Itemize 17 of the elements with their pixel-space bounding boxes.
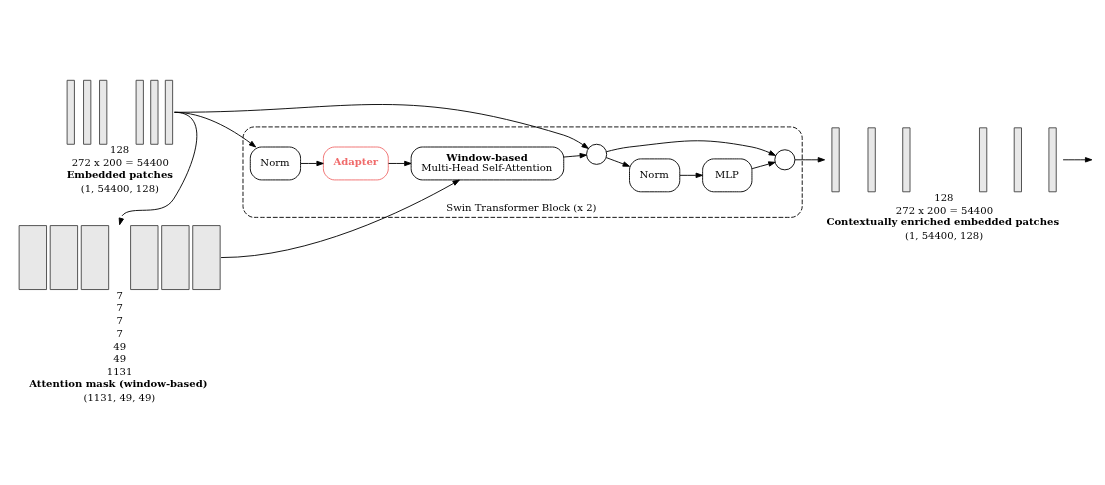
node-label: Contextually enriched embedded patches bbox=[826, 216, 1060, 228]
node-label: 7 bbox=[116, 327, 123, 339]
node-label: 49 bbox=[113, 353, 127, 365]
node-label: 272 x 200 = 54400 bbox=[895, 204, 994, 216]
node-label: (1, 54400, 128) bbox=[905, 230, 984, 242]
node-label: 7 bbox=[116, 315, 123, 327]
node-label: 128 bbox=[110, 144, 130, 156]
node-label: (1, 54400, 128) bbox=[80, 182, 159, 194]
node-label: Embedded patches bbox=[66, 168, 173, 180]
node-label: 272 x 200 = 54400 bbox=[71, 157, 169, 169]
node-label: (1131, 49, 49) bbox=[83, 391, 156, 403]
node-label: 1131 bbox=[106, 366, 133, 378]
node-label: Attention mask (window-based) bbox=[29, 378, 208, 390]
node-label: 7 bbox=[116, 302, 123, 314]
node-label: 49 bbox=[113, 340, 127, 352]
node-label: 128 bbox=[934, 191, 954, 203]
node-label: 7 bbox=[116, 289, 123, 301]
